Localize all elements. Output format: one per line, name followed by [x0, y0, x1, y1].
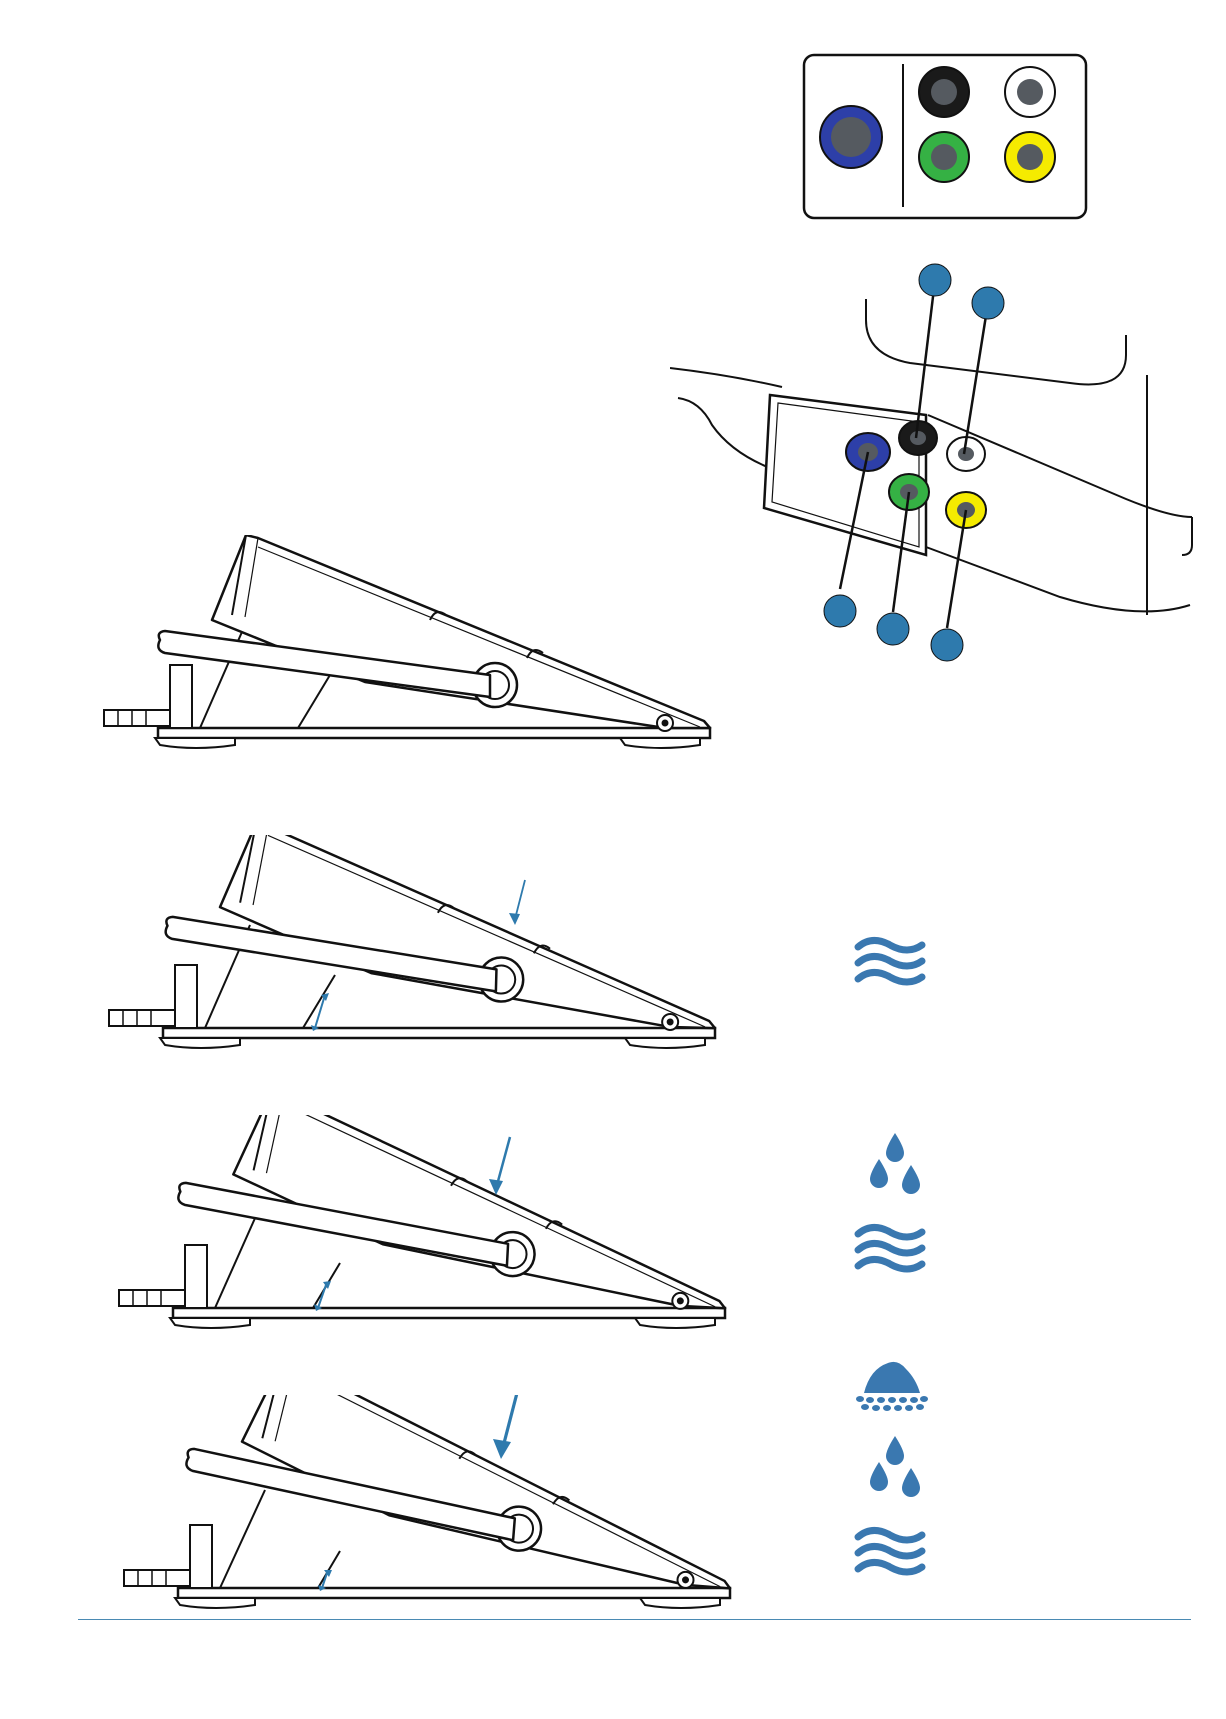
callout-marker [931, 629, 963, 661]
callout-marker [824, 595, 856, 627]
device-body-outline [670, 299, 1192, 615]
device-jack-diagram [670, 255, 1200, 675]
pedal-position-1 [5, 835, 725, 1075]
panel-jack-top-right [1005, 67, 1055, 117]
water-drops-icon [864, 1436, 926, 1500]
pedal-position-0 [0, 535, 720, 775]
pedal-position-3 [20, 1395, 740, 1635]
callout-marker [919, 264, 951, 296]
press-arrow [489, 1137, 510, 1195]
callout-marker [972, 287, 1004, 319]
water-waves-icon [854, 1525, 930, 1581]
press-arrow [493, 1395, 517, 1459]
powder-pile-icon [854, 1355, 932, 1415]
callout-marker [877, 613, 909, 645]
pedal-position-2 [15, 1115, 735, 1355]
footer-rule [78, 1619, 1191, 1620]
connector-panel-diagram [800, 52, 1090, 222]
panel-jack-left [820, 106, 882, 168]
panel-jack-top-left [919, 67, 969, 117]
travel-arrow [318, 1282, 327, 1308]
water-waves-icon [854, 1222, 930, 1278]
water-drops-icon [864, 1133, 926, 1197]
panel-jack-bottom-left [919, 132, 969, 182]
press-arrow [509, 880, 525, 925]
water-waves-icon [854, 935, 930, 991]
panel-jack-bottom-right [1005, 132, 1055, 182]
